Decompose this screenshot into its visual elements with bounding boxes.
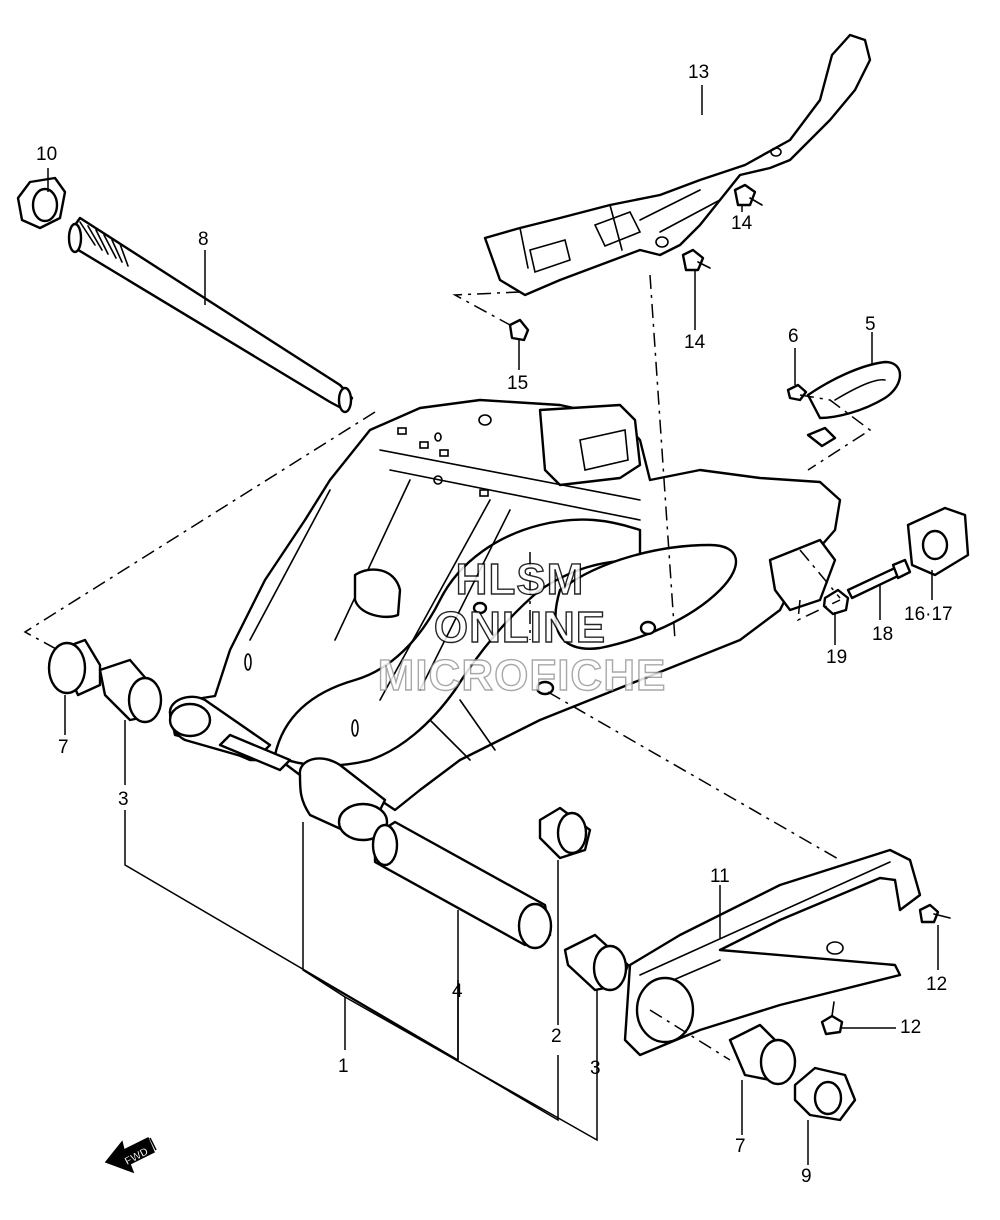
buffer-bolt-right: [918, 903, 951, 924]
callout-18: 18: [872, 624, 893, 645]
dust-collar-right: [728, 1023, 797, 1086]
callout-14-lower: 14: [684, 332, 706, 353]
stand-hook: [806, 360, 902, 448]
hook-bolt: [786, 383, 808, 402]
pivot-axle: [67, 216, 354, 414]
callout-4: 4: [452, 981, 463, 1002]
callout-8: 8: [198, 229, 209, 250]
callout-13: 13: [688, 62, 709, 83]
dust-collar-left: [47, 638, 102, 697]
callout-12-right: 12: [926, 974, 947, 995]
needle-bearing: [538, 806, 592, 860]
callout-numbers: 13 10 8 14 14 15 6 5 16·17 18 19 7 3 11 …: [36, 62, 953, 1187]
watermark: HLSM ONLINE MICROFICHE: [377, 554, 667, 700]
callout-3-right: 3: [590, 1058, 601, 1079]
callout-11: 11: [710, 866, 730, 887]
watermark-line-2: ONLINE: [434, 603, 606, 652]
callout-10: 10: [36, 144, 57, 165]
callout-12-lower: 12: [900, 1017, 921, 1038]
center-pipe: [371, 820, 553, 950]
fwd-arrow: FWD: [104, 1136, 157, 1174]
callout-5: 5: [865, 314, 876, 335]
adjuster-bolt: [846, 558, 912, 600]
chain-guard-bolt-upper: [733, 183, 763, 207]
chain-guard-clip: [508, 318, 530, 342]
chain-adjuster: [906, 506, 970, 577]
chain-guard: [483, 33, 872, 297]
callout-2: 2: [551, 1026, 562, 1047]
callout-9: 9: [801, 1166, 812, 1187]
chain-buffer: [623, 848, 922, 1057]
callout-6: 6: [788, 326, 799, 347]
callout-1: 1: [338, 1056, 349, 1077]
spacer-right: [563, 933, 630, 992]
axle-nut: [793, 1066, 857, 1122]
swingarm-body: [168, 398, 842, 842]
watermark-line-1: HLSM: [456, 555, 585, 604]
chain-guard-bolt-lower: [681, 248, 711, 272]
pivot-nut: [16, 176, 67, 230]
watermark-line-3: MICROFICHE: [378, 651, 667, 700]
callout-14-upper: 14: [731, 213, 753, 234]
callout-16-17: 16·17: [904, 604, 953, 625]
spacer-left: [98, 658, 163, 724]
callout-15: 15: [507, 373, 528, 394]
assembly-lines: [23, 274, 872, 1061]
callout-7-right: 7: [735, 1136, 746, 1157]
fwd-arrow-icon: [104, 1136, 155, 1174]
buffer-bolt-lower: [820, 1001, 844, 1036]
callout-7-left: 7: [58, 737, 69, 758]
leader-lines: [47, 85, 939, 1165]
callout-3-left: 3: [118, 789, 129, 810]
callout-19: 19: [826, 647, 847, 668]
